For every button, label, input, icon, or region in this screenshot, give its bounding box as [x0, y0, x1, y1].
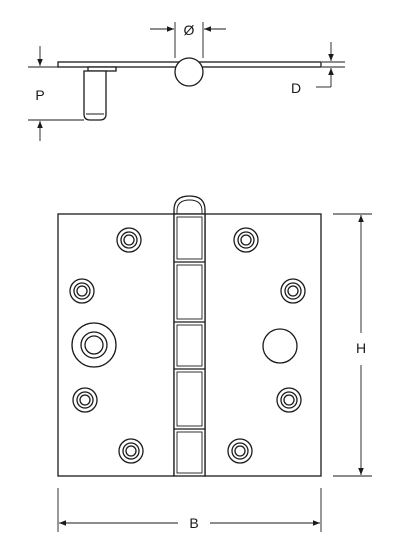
label-width: B: [189, 515, 198, 531]
label-diameter: Ø: [184, 22, 195, 38]
left-screw-holes: [69, 227, 144, 464]
label-height: H: [356, 340, 366, 356]
label-depth: D: [291, 80, 301, 96]
right-screw-holes: [227, 227, 306, 464]
screw-hole: [72, 387, 98, 413]
pin-cap: [173, 195, 206, 215]
front-view: H B: [57, 195, 372, 532]
screw-hole: [276, 387, 302, 413]
screw-hole: [118, 438, 144, 464]
label-pin-projection: P: [35, 87, 44, 103]
security-stud: [71, 322, 117, 368]
security-hole: [262, 328, 298, 364]
knuckle-barrel: [173, 213, 206, 477]
side-knuckle: [174, 57, 204, 87]
screw-hole: [69, 278, 95, 304]
screw-hole: [233, 227, 259, 253]
screw-hole: [116, 227, 142, 253]
side-dowel: [83, 70, 107, 121]
screw-hole: [280, 278, 306, 304]
side-view: Ø D P: [28, 22, 345, 141]
screw-hole: [227, 438, 253, 464]
